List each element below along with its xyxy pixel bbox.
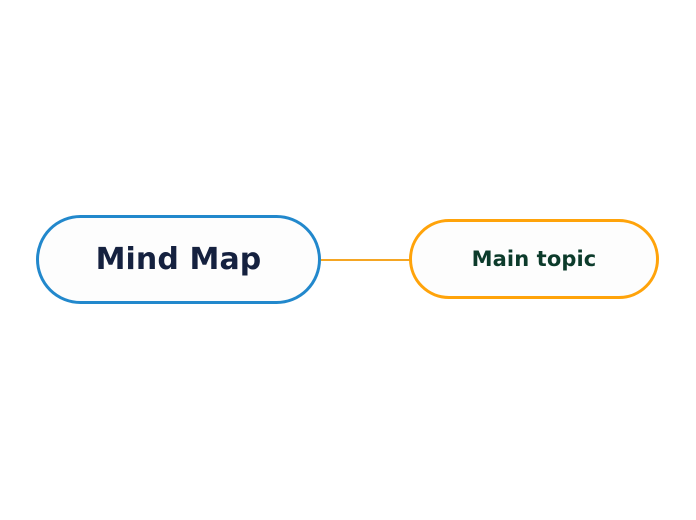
edge-root-to-main-topic[interactable] — [319, 259, 411, 261]
mindmap-node-root[interactable]: Mind Map — [36, 215, 321, 304]
mindmap-node-main-topic-label: Main topic — [471, 246, 597, 271]
mindmap-node-root-label: Mind Map — [95, 241, 262, 277]
mindmap-node-main-topic[interactable]: Main topic — [409, 219, 659, 299]
